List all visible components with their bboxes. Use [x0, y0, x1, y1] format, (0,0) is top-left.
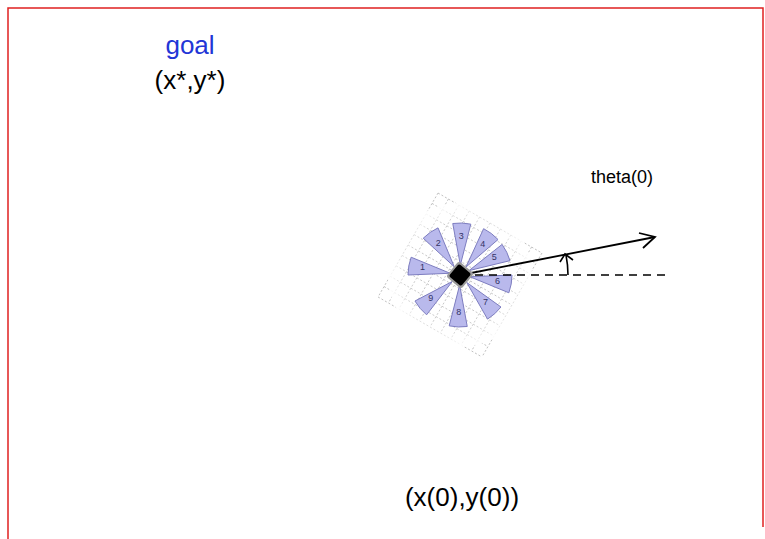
angle-label: theta(0)	[591, 168, 653, 188]
goal-label: goal	[165, 31, 214, 60]
sensor-number: 7	[483, 298, 488, 308]
sensor-number: 3	[459, 232, 464, 242]
reference-axis	[475, 274, 665, 276]
sensor-number: 1	[420, 263, 425, 273]
angle-arc	[566, 255, 568, 275]
sensor-cone	[449, 285, 467, 327]
sensor-number: 8	[456, 308, 461, 318]
sensor-number: 9	[428, 294, 433, 304]
sensor-cone	[408, 257, 450, 275]
sensor-number: 6	[495, 277, 500, 287]
sensor-number: 4	[480, 240, 485, 250]
start-coordinates: (x(0),y(0))	[405, 483, 519, 512]
angle-arrowhead	[560, 254, 573, 262]
world-border	[8, 8, 763, 539]
sensor-number: 5	[492, 253, 497, 263]
heading-arrowhead	[639, 233, 655, 248]
robot-body	[446, 261, 474, 289]
sensor-cone	[453, 223, 471, 265]
sensor-cone	[423, 228, 454, 267]
goal-coordinates: (x*,y*)	[155, 66, 226, 95]
sensor-cone	[415, 281, 452, 314]
heading-arrow	[466, 237, 655, 274]
sensor-cone	[467, 282, 501, 319]
sensor-number: 2	[436, 239, 441, 249]
